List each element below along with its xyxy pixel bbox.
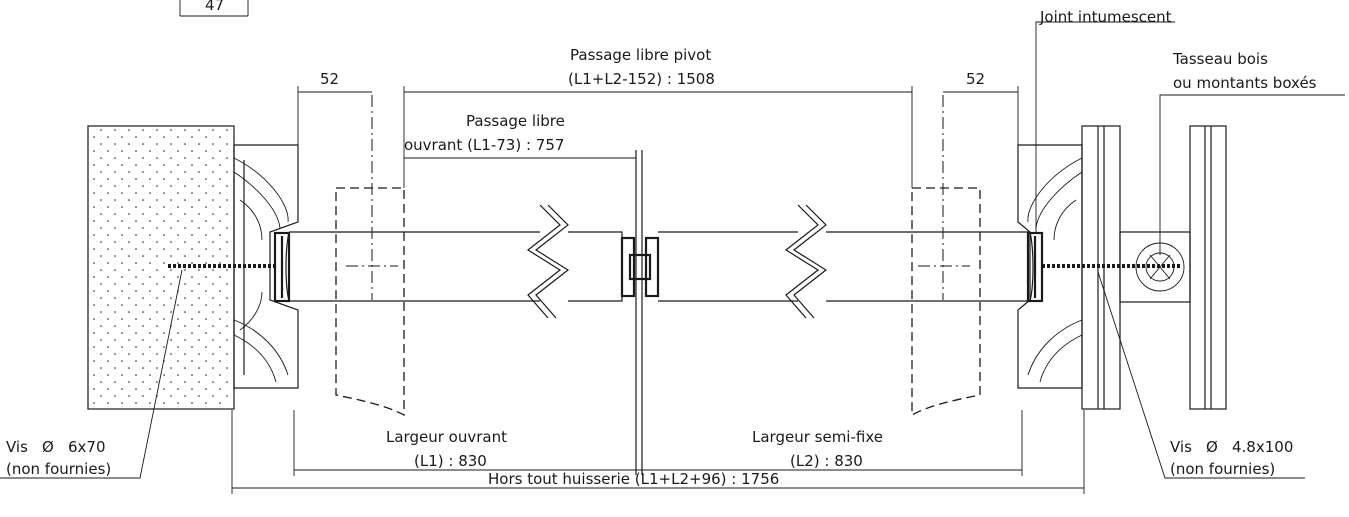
vis-right-label-2: 4.8x100 [1232,438,1293,456]
joint-label: Joint intumescent [1039,8,1172,26]
dim-52-right-label: 52 [966,70,985,88]
top-dimension-label: 47 [205,0,224,14]
dimension-widths: Largeur ouvrant (L1) : 830 Largeur semi-… [293,410,1023,476]
door-leaf-opening [285,204,623,319]
dim-52-left-label: 52 [320,70,339,88]
meeting-stiles [620,150,660,475]
callout-tasseau: Tasseau bois ou montants boxés [1159,50,1345,255]
dimension-passage-ouvrant: Passage libre ouvrant (L1-73) : 757 [404,112,636,159]
tasseau-label-1: Tasseau bois [1172,50,1268,68]
passage-ouvrant-label-1: Passage libre [466,112,565,130]
largeur-semi-label-1: Largeur semi-fixe [752,428,883,446]
vis-left-diameter: Ø [42,438,54,456]
vis-right-label-1: Vis [1170,438,1192,456]
passage-pivot-label-1: Passage libre pivot [570,46,711,64]
callout-vis-left: Vis Ø 6x70 (non fournies) [0,269,183,479]
vis-right-diameter: Ø [1206,438,1218,456]
largeur-ouvrant-label-2: (L1) : 830 [414,452,487,470]
vis-left-label-2: 6x70 [68,438,106,456]
passage-pivot-label-2: (L1+L2-152) : 1508 [568,70,715,88]
top-dimension: 47 [179,0,249,17]
largeur-semi-label-2: (L2) : 830 [790,452,863,470]
callout-joint: Joint intumescent [1035,8,1175,232]
vis-right-label-3: (non fournies) [1170,460,1275,478]
callout-vis-right: Vis Ø 4.8x100 (non fournies) [1097,271,1305,479]
pivot-outline-left [335,95,405,417]
tasseau-label-2: ou montants boxés [1173,74,1317,92]
dimension-52-right: 52 [943,70,1019,145]
vis-left-label-1: Vis [6,438,28,456]
dimension-52-left: 52 [297,70,372,145]
pivot-outline-right [911,95,981,417]
masonry-wall [87,125,235,410]
dimension-hors-tout: Hors tout huisserie (L1+L2+96) : 1756 [231,410,1085,494]
passage-ouvrant-label-2: ouvrant (L1-73) : 757 [404,136,564,154]
door-leaf-semifixed [658,204,1034,319]
vis-left-label-3: (non fournies) [6,460,111,478]
hors-tout-label: Hors tout huisserie (L1+L2+96) : 1756 [488,470,779,488]
dimension-passage-pivot: Passage libre pivot (L1+L2-152) : 1508 [403,46,913,188]
largeur-ouvrant-label-1: Largeur ouvrant [386,428,507,446]
